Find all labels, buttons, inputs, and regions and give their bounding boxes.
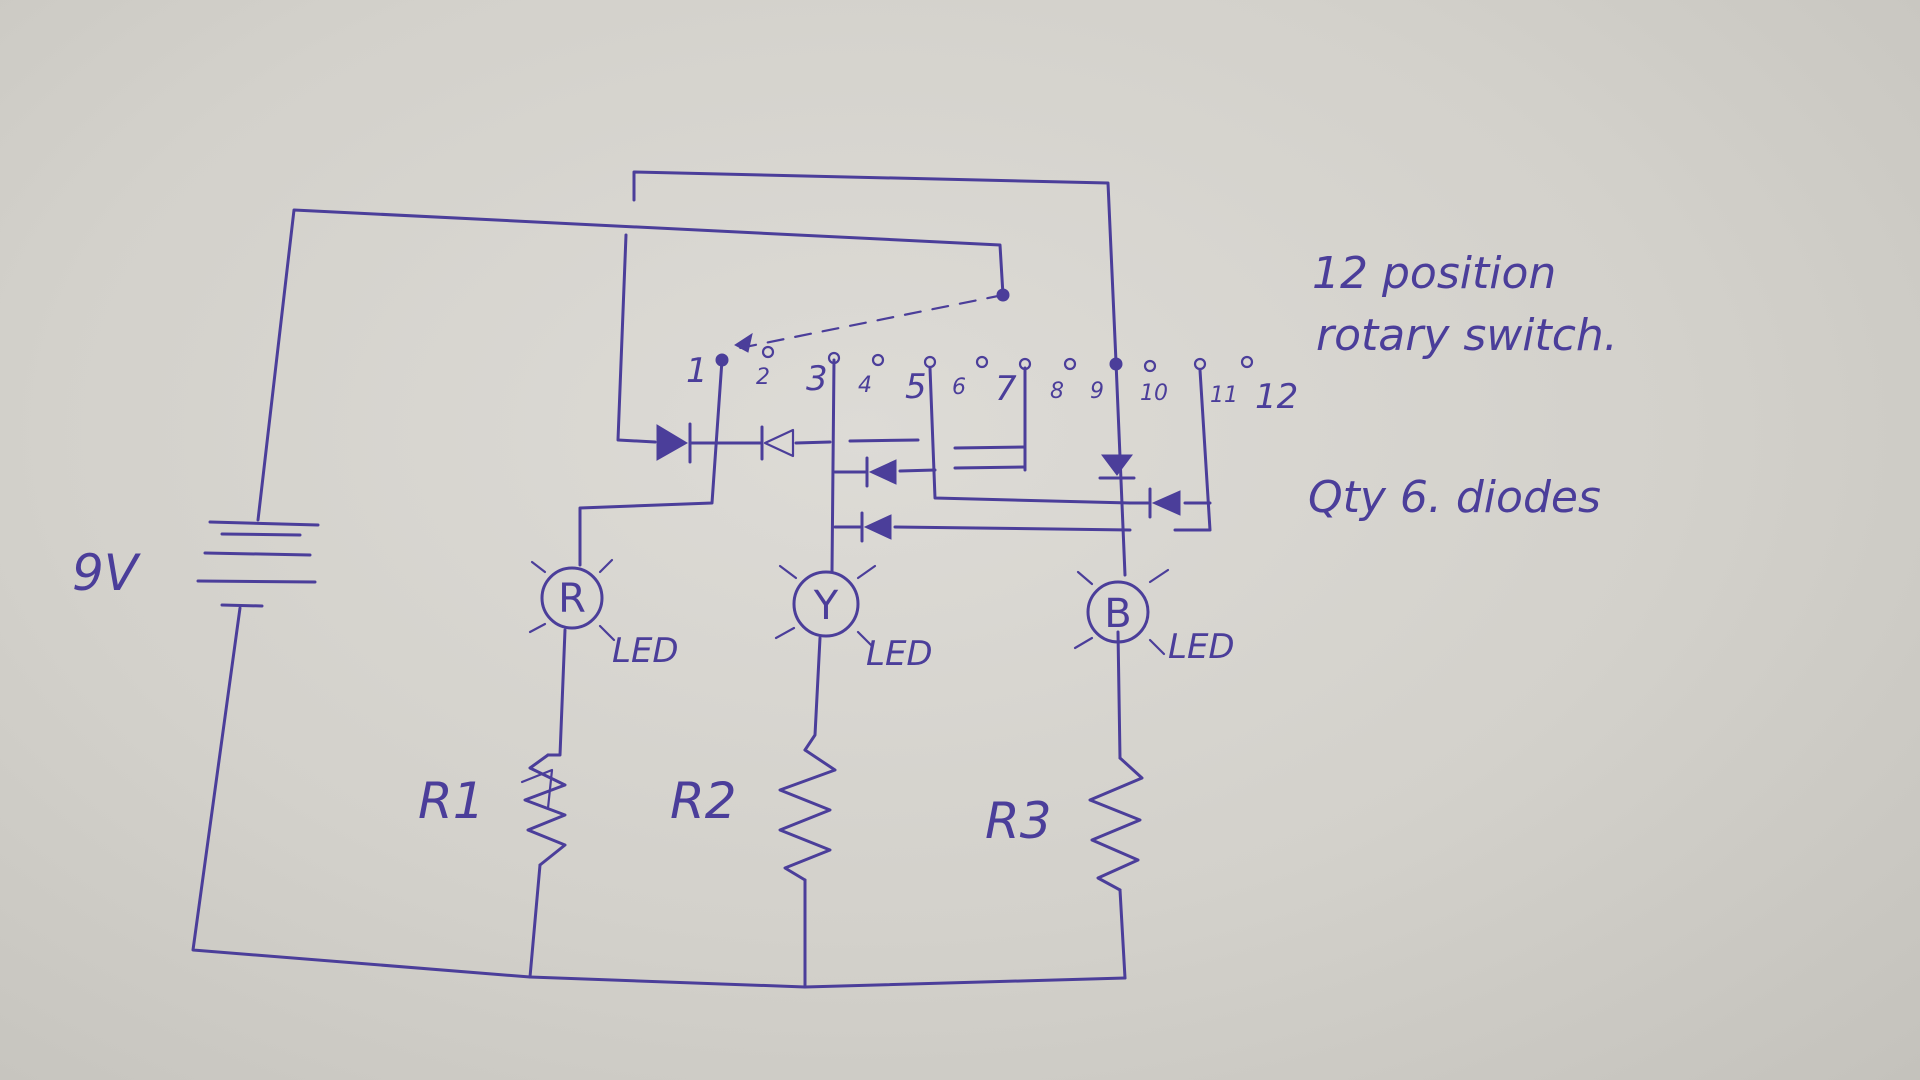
battery-label: 9V [72, 544, 142, 602]
contact-1 [715, 353, 729, 367]
position-2: 2 [756, 365, 770, 390]
position-4: 4 [858, 373, 872, 398]
wiper-pivot [996, 288, 1010, 302]
resistor-r1: R1 [418, 753, 567, 867]
led-yellow-letter: Y [813, 583, 839, 629]
contact-2 [761, 345, 775, 359]
contact-7 [1018, 357, 1032, 371]
diode-6 [1148, 487, 1181, 519]
contact-12 [1240, 355, 1254, 369]
resistor-r1-label: R1 [418, 772, 485, 830]
diode-3 [865, 456, 897, 488]
diode-quantity-note: Qty 6. diodes [1308, 472, 1601, 523]
led-yellow: Y LED [774, 564, 933, 674]
resistor-r3-label: R3 [985, 792, 1052, 850]
position-8: 8 [1050, 379, 1064, 404]
led-blue: B LED [1073, 568, 1235, 667]
led-blue-tag: LED [1168, 627, 1235, 667]
contact-8 [1063, 357, 1077, 371]
battery-symbol [196, 520, 320, 608]
contact-6 [975, 355, 989, 369]
position-7: 7 [995, 369, 1017, 409]
position-6: 6 [952, 375, 966, 400]
position-5: 5 [905, 367, 927, 407]
led-red-tag: LED [612, 631, 679, 671]
led-red: R LED [528, 558, 679, 671]
diode-4 [860, 511, 892, 543]
position-9: 9 [1090, 379, 1104, 404]
diode-5 [1098, 454, 1136, 480]
led-red-letter: R [558, 576, 586, 622]
switch-title-line2: rotary switch. [1316, 310, 1618, 361]
contact-11 [1193, 357, 1207, 371]
contact-10 [1143, 359, 1157, 373]
contact-3 [827, 351, 841, 365]
position-12: 12 [1255, 377, 1298, 417]
position-1: 1 [686, 351, 708, 391]
switch-title-line1: 12 position [1312, 248, 1556, 299]
resistor-r2-label: R2 [670, 772, 737, 830]
diode-1 [656, 422, 692, 464]
wiring [191, 170, 1212, 989]
led-blue-letter: B [1104, 591, 1131, 637]
resistor-r2: R2 [670, 748, 837, 882]
position-11: 11 [1210, 383, 1238, 408]
contact-4 [871, 353, 885, 367]
rotary-switch: 1 2 3 4 5 6 7 8 9 10 11 12 [686, 288, 1298, 417]
resistor-r3: R3 [985, 756, 1144, 892]
diode-2 [760, 425, 795, 461]
led-yellow-tag: LED [866, 634, 933, 674]
diodes [656, 422, 1181, 543]
position-10: 10 [1140, 381, 1168, 406]
contact-9 [1109, 357, 1123, 371]
contact-5 [923, 355, 937, 369]
position-3: 3 [806, 359, 828, 399]
